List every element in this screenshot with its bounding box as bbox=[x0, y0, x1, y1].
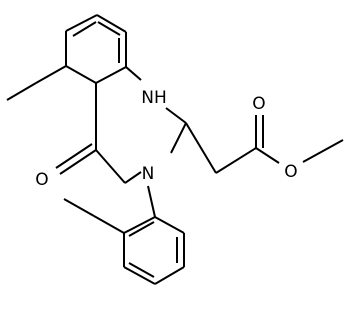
benzo-ring bbox=[65, 14, 127, 84]
dihydroquinazolinone-ring bbox=[95, 66, 187, 184]
n-aryl-bond bbox=[147, 185, 156, 218]
n3-label: N bbox=[142, 164, 155, 184]
ester-ether-oxygen-label: O bbox=[284, 162, 297, 182]
ester-carbonyl-oxygen-label: O bbox=[252, 94, 265, 114]
tolyl-methyl-bond bbox=[63, 198, 125, 234]
ketone-oxygen-label: O bbox=[35, 170, 48, 190]
acetate-chain bbox=[185, 115, 344, 174]
benzo-methyl-bond bbox=[6, 65, 67, 101]
nh-label: NH bbox=[141, 88, 167, 108]
ketone-double-bond bbox=[55, 143, 97, 175]
tolyl-ring bbox=[123, 216, 185, 285]
